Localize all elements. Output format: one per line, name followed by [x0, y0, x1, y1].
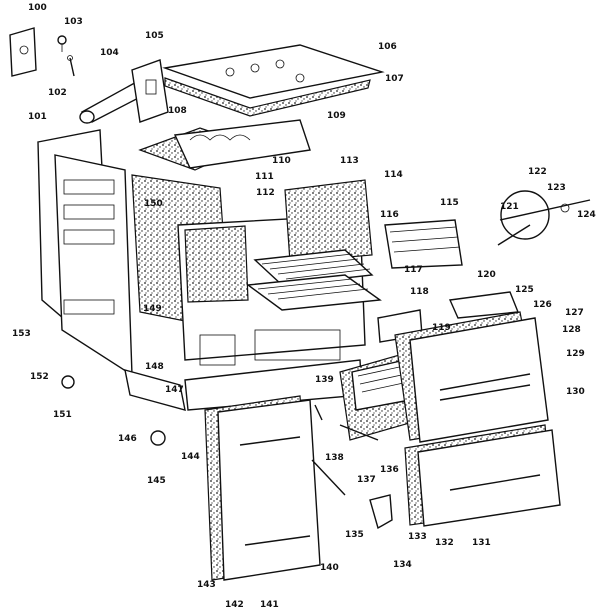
label-115: 115 — [440, 198, 459, 208]
part-102-screw — [67, 55, 75, 77]
label-122: 122 — [528, 167, 547, 177]
part-108-burner-box — [138, 119, 311, 171]
part-152-side-panel-vented — [54, 154, 133, 377]
label-100: 100 — [28, 3, 47, 13]
label-142: 142 — [225, 600, 244, 610]
part-114-insulation — [284, 179, 373, 263]
label-111: 111 — [255, 172, 274, 182]
part-134-clip — [369, 494, 393, 530]
label-104: 104 — [100, 48, 119, 58]
part-100-plate — [9, 27, 37, 77]
label-148: 148 — [145, 362, 164, 372]
label-143: 143 — [197, 580, 216, 590]
label-118: 118 — [410, 287, 429, 297]
label-139: 139 — [315, 375, 334, 385]
label-112: 112 — [256, 188, 275, 198]
label-149: 149 — [143, 304, 162, 314]
label-140: 140 — [320, 563, 339, 573]
label-133: 133 — [408, 532, 427, 542]
label-103: 103 — [64, 17, 83, 27]
label-124: 124 — [577, 210, 596, 220]
label-102: 102 — [48, 88, 67, 98]
label-136: 136 — [380, 465, 399, 475]
label-145: 145 — [147, 476, 166, 486]
part-138-hinge — [314, 404, 323, 421]
label-141: 141 — [260, 600, 279, 610]
part-126-upper-door — [394, 311, 549, 443]
label-113: 113 — [340, 156, 359, 166]
label-150: 150 — [144, 199, 163, 209]
label-128: 128 — [562, 325, 581, 335]
label-110: 110 — [272, 156, 291, 166]
label-114: 114 — [384, 170, 403, 180]
label-152: 152 — [30, 372, 49, 382]
part-117-rack — [246, 274, 382, 311]
label-151: 151 — [53, 410, 72, 420]
label-101: 101 — [28, 112, 47, 122]
part-140-door — [204, 395, 321, 581]
label-127: 127 — [565, 308, 584, 318]
label-138: 138 — [325, 453, 344, 463]
label-137: 137 — [357, 475, 376, 485]
part-105-bracket — [131, 59, 169, 123]
label-117: 117 — [404, 265, 423, 275]
label-129: 129 — [566, 349, 585, 359]
part-107-insulation — [164, 77, 371, 117]
part-103-knob — [57, 35, 67, 52]
label-121: 121 — [500, 202, 519, 212]
label-153: 153 — [12, 329, 31, 339]
label-130: 130 — [566, 387, 585, 397]
part-151-knob — [61, 375, 75, 389]
label-147: 147 — [165, 385, 184, 395]
label-116: 116 — [380, 210, 399, 220]
label-131: 131 — [472, 538, 491, 548]
part-145-foot — [150, 430, 166, 446]
label-105: 105 — [145, 31, 164, 41]
label-123: 123 — [547, 183, 566, 193]
part-146-kick-plate — [124, 369, 186, 411]
label-109: 109 — [327, 111, 346, 121]
label-146: 146 — [118, 434, 137, 444]
label-126: 126 — [533, 300, 552, 310]
part-115-shield — [384, 219, 463, 269]
part-106-cooktop — [162, 44, 385, 99]
part-137-rod — [339, 424, 379, 441]
label-106: 106 — [378, 42, 397, 52]
part-121-valve-assembly — [497, 190, 591, 246]
label-107: 107 — [385, 74, 404, 84]
label-134: 134 — [393, 560, 412, 570]
part-135-rod — [311, 459, 346, 496]
label-108: 108 — [168, 106, 187, 116]
part-131-lower-door — [404, 424, 561, 527]
label-144: 144 — [181, 452, 200, 462]
label-125: 125 — [515, 285, 534, 295]
label-132: 132 — [435, 538, 454, 548]
label-135: 135 — [345, 530, 364, 540]
label-120: 120 — [477, 270, 496, 280]
label-119: 119 — [432, 323, 451, 333]
